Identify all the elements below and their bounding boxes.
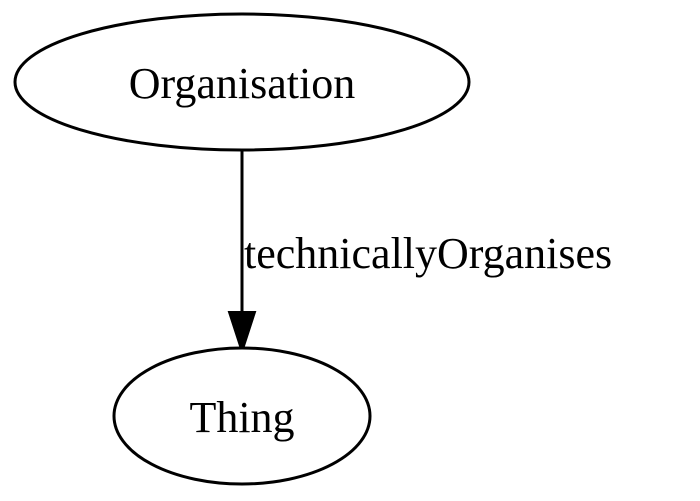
node-organisation: Organisation <box>13 12 471 152</box>
node-thing: Thing <box>112 346 372 486</box>
node-organisation-label: Organisation <box>129 59 356 108</box>
node-thing-shape <box>112 346 372 486</box>
arrow-head-icon <box>227 311 257 356</box>
edge-label: technicallyOrganises <box>244 229 612 278</box>
node-organisation-shape <box>13 12 471 152</box>
node-thing-label: Thing <box>189 393 294 442</box>
edge-organisation-thing: technicallyOrganises <box>227 151 612 356</box>
